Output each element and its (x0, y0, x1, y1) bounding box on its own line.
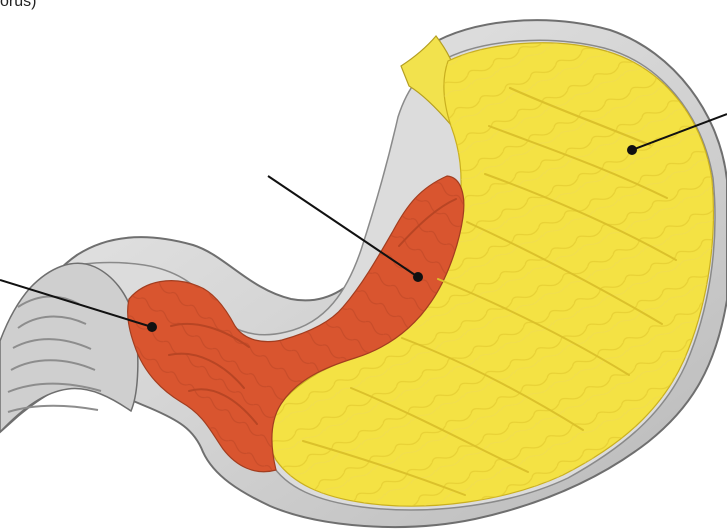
pointer-middle-dot (413, 272, 423, 282)
cropped-caption-text: orus) (0, 0, 36, 11)
pointer-left-dot (147, 322, 157, 332)
pointer-right-dot (627, 145, 637, 155)
